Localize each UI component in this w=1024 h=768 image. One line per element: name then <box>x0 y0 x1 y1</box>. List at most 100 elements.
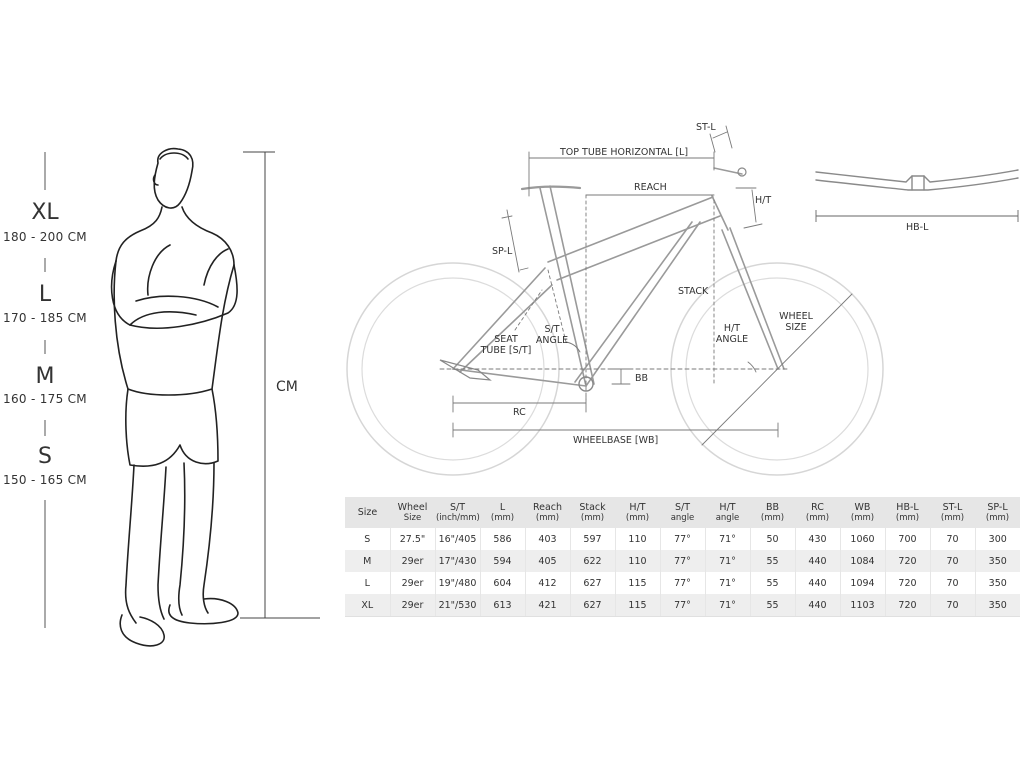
label-ht-angle: H/T ANGLE <box>712 323 752 345</box>
label-st-angle: S/T ANGLE <box>532 324 572 346</box>
label-reach: REACH <box>634 182 667 193</box>
column-header: Reach(mm) <box>525 497 570 528</box>
label-st-angle-line2: ANGLE <box>535 335 569 346</box>
column-header-name: Reach <box>532 501 563 513</box>
table-cell: 77° <box>659 594 705 617</box>
table-cell: 300 <box>974 528 1020 550</box>
table-cell: 77° <box>659 528 705 550</box>
table-cell: 70 <box>929 528 975 550</box>
label-bb: BB <box>635 373 649 384</box>
label-wheel-size: WHEEL SIZE <box>774 311 818 333</box>
column-header-name: H/T <box>719 501 736 513</box>
table-cell: 412 <box>524 572 570 594</box>
table-cell: 110 <box>614 528 660 550</box>
table-cell: 720 <box>884 550 930 572</box>
head-tube <box>711 195 729 231</box>
table-cell: 403 <box>524 528 570 550</box>
table-cell: 27.5" <box>389 528 435 550</box>
column-header: WB(mm) <box>840 497 885 528</box>
table-cell: 50 <box>749 528 795 550</box>
table-cell: 720 <box>884 594 930 617</box>
label-sp-l: SP-L <box>492 246 513 257</box>
table-cell: 720 <box>884 572 930 594</box>
size-letter-m: M <box>35 364 55 389</box>
column-header: H/T(mm) <box>615 497 660 528</box>
column-header-unit: (mm) <box>760 512 785 523</box>
label-h-t: H/T <box>755 195 772 206</box>
table-cell: 1103 <box>839 594 885 617</box>
table-cell: 405 <box>524 550 570 572</box>
label-seat-tube-line2: TUBE [S/T] <box>480 345 532 356</box>
table-cell: 55 <box>749 594 795 617</box>
size-range-l: 170 - 185 CM <box>3 311 87 325</box>
height-measure-line <box>240 151 320 619</box>
seatstay <box>452 267 546 370</box>
table-cell: L <box>364 577 370 589</box>
rear-derailleur <box>439 359 492 381</box>
table-cell: 350 <box>974 550 1020 572</box>
size-range-m: 160 - 175 CM <box>3 392 87 406</box>
table-cell: 19"/480 <box>434 572 480 594</box>
label-rc: RC <box>513 407 526 418</box>
fork <box>721 229 779 370</box>
label-seat-tube-line1: SEAT <box>494 334 518 345</box>
column-header-name: Stack <box>579 501 606 513</box>
handlebar-diagram <box>815 169 1019 222</box>
top-tube <box>547 196 714 263</box>
column-header-unit: (mm) <box>850 512 875 523</box>
table-cell: 350 <box>974 572 1020 594</box>
label-hb-l: HB-L <box>906 222 929 233</box>
table-cell: 17"/430 <box>434 550 480 572</box>
column-header: Size <box>345 497 390 528</box>
column-header-name: BB <box>765 501 780 513</box>
table-cell: 627 <box>569 594 615 617</box>
rear-wheel-inner <box>361 277 545 461</box>
table-cell: 70 <box>929 594 975 617</box>
column-header: BB(mm) <box>750 497 795 528</box>
table-cell: 586 <box>479 528 525 550</box>
table-cell: 16"/405 <box>434 528 480 550</box>
table-cell: 597 <box>569 528 615 550</box>
table-cell: 115 <box>614 572 660 594</box>
table-cell: 440 <box>794 550 840 572</box>
table-cell: 77° <box>659 550 705 572</box>
table-cell: 622 <box>569 550 615 572</box>
label-stack: STACK <box>678 286 709 297</box>
column-header-name: WB <box>854 501 871 513</box>
column-header-unit: (mm) <box>940 512 965 523</box>
table-cell: S <box>364 533 371 545</box>
table-cell: 1084 <box>839 550 885 572</box>
column-header-unit: (mm) <box>580 512 605 523</box>
column-header-name: SP-L <box>987 501 1008 513</box>
column-header-unit: Size <box>403 512 422 523</box>
column-header-name: Wheel <box>397 501 428 513</box>
size-letter-xl: XL <box>31 200 59 225</box>
label-wheel-size-line2: SIZE <box>785 322 807 333</box>
column-header-unit: angle <box>715 512 740 523</box>
table-cell: XL <box>345 594 390 617</box>
table-cell: 604 <box>479 572 525 594</box>
column-header-name: S/T <box>674 501 691 513</box>
column-header-name: S/T <box>449 501 466 513</box>
table-cell: 627 <box>569 572 615 594</box>
bike-geometry-diagram <box>346 125 884 476</box>
label-wheelbase: WHEELBASE [WB] <box>573 435 659 446</box>
table-cell: 110 <box>614 550 660 572</box>
table-cell: 1094 <box>839 572 885 594</box>
column-header-name: ST-L <box>942 501 963 513</box>
label-ht-angle-line2: ANGLE <box>715 334 749 345</box>
label-st-l: ST-L <box>696 122 716 133</box>
table-cell: 440 <box>794 594 840 617</box>
seat-tube <box>539 187 587 387</box>
size-range-xl: 180 - 200 CM <box>3 230 87 244</box>
table-cell: 29er <box>389 572 435 594</box>
column-header: ST-L(mm) <box>930 497 975 528</box>
saddle <box>520 185 582 191</box>
